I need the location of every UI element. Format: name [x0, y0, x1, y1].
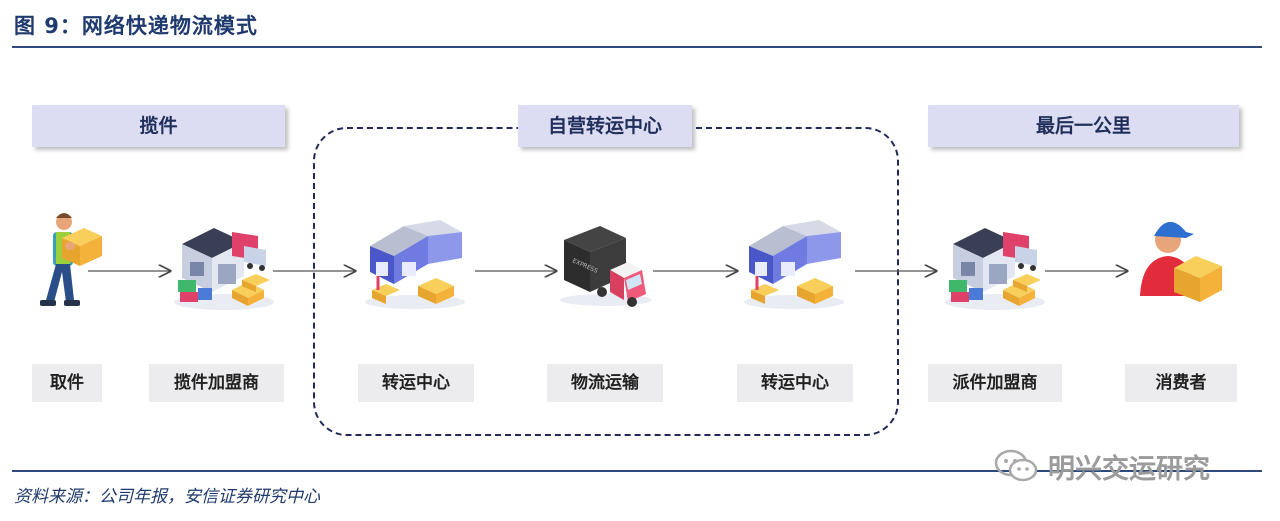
delivery-franchise-icon: [945, 228, 1045, 310]
wechat-icon: [994, 449, 1038, 482]
node-label-pickup: 取件: [32, 364, 102, 402]
delivery-truck-icon: EXPRESS: [560, 226, 652, 307]
node-label-transit-center-2: 转运中心: [737, 364, 853, 402]
source-note: 资料来源：公司年报，安信证券研究中心: [14, 487, 320, 507]
figure-title: 图 9：网络快递物流模式: [14, 14, 258, 38]
phase-pickup: 揽件: [32, 105, 285, 147]
node-label-logistics-transport: 物流运输: [547, 364, 663, 402]
node-label-transit-center-1: 转运中心: [358, 364, 474, 402]
phase-transit: 自营转运中心: [518, 105, 692, 147]
franchise-warehouse-icon: [174, 228, 274, 310]
transit-warehouse-icon: [365, 220, 465, 309]
node-label-delivery-franchise: 派件加盟商: [928, 364, 1062, 402]
phase-last-mile: 最后一公里: [928, 105, 1239, 147]
transit-warehouse-icon-2: [742, 218, 846, 311]
node-label-pickup-franchise: 揽件加盟商: [149, 364, 284, 402]
watermark-text: 明兴交运研究: [1048, 453, 1210, 485]
courier-icon: [40, 213, 102, 306]
node-label-consumer: 消费者: [1125, 364, 1237, 402]
top-rule: [12, 46, 1262, 48]
watermark: 明兴交运研究: [992, 446, 1210, 486]
bottom-rule: [12, 470, 1262, 472]
consumer-icon: [1140, 221, 1222, 302]
